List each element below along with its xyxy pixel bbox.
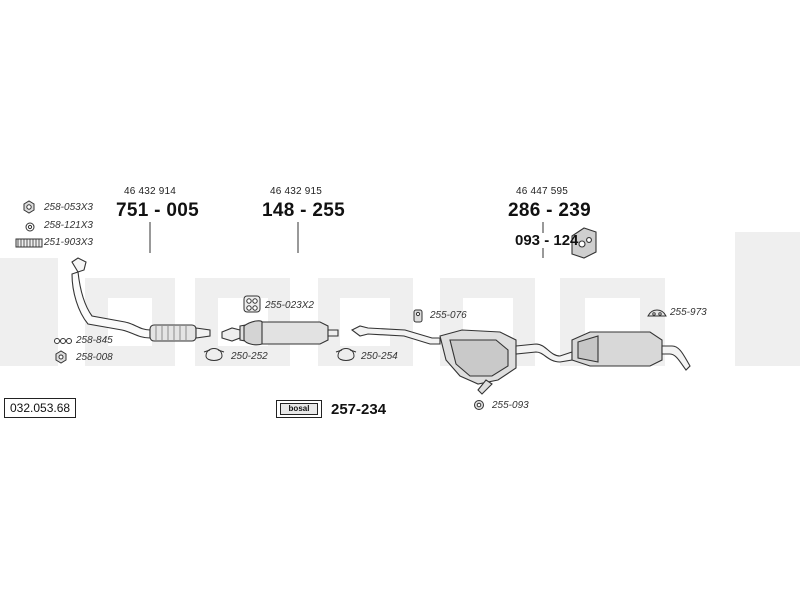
accessory-label: 250-252 — [231, 351, 268, 362]
front-pipe — [71, 257, 211, 342]
mount-rubber-093-124 — [571, 227, 597, 259]
rubber-ring-icon — [243, 295, 261, 313]
part-number: 751 - 005 — [116, 200, 199, 221]
bosal-logo: bosal — [280, 403, 318, 415]
accessory-label: 250-254 — [361, 351, 398, 362]
accessory-label: 251-903X3 — [44, 237, 93, 248]
front-pipe-flange — [71, 257, 87, 273]
bolt-icon — [54, 338, 72, 344]
mount-part-number: 093 - 124 — [515, 232, 579, 249]
spring-icon — [15, 238, 43, 248]
rear-pipe-and-silencers — [350, 325, 691, 395]
accessory-label: 255-023X2 — [265, 300, 314, 311]
hanger-icon — [647, 309, 667, 317]
oe-number: 46 447 595 — [516, 186, 569, 197]
middle-silencer — [221, 320, 339, 346]
clamp-icon — [203, 348, 225, 361]
accessory-label: 258-008 — [76, 352, 113, 363]
oe-number: 46 432 914 — [124, 186, 177, 197]
hanger-icon — [413, 309, 423, 323]
clamp-icon — [335, 348, 357, 361]
accessory-label: 258-845 — [76, 335, 113, 346]
grommet-icon — [474, 400, 484, 410]
part-number: 286 - 239 — [508, 200, 591, 221]
part-number: 148 - 255 — [262, 200, 345, 221]
kit-part-number: 257-234 — [331, 401, 387, 418]
accessory-label: 258-053X3 — [44, 202, 93, 213]
bosal-logo-box: bosal — [276, 400, 322, 418]
accessory-label: 255-973 — [670, 307, 707, 318]
reference-code: 032.053.68 — [4, 398, 77, 418]
accessory-label: 258-121X3 — [44, 220, 93, 231]
oe-number: 46 432 915 — [270, 186, 323, 197]
accessory-label: 255-093 — [492, 400, 529, 411]
flex-joint — [149, 324, 197, 342]
accessory-label: 255-076 — [430, 310, 467, 321]
